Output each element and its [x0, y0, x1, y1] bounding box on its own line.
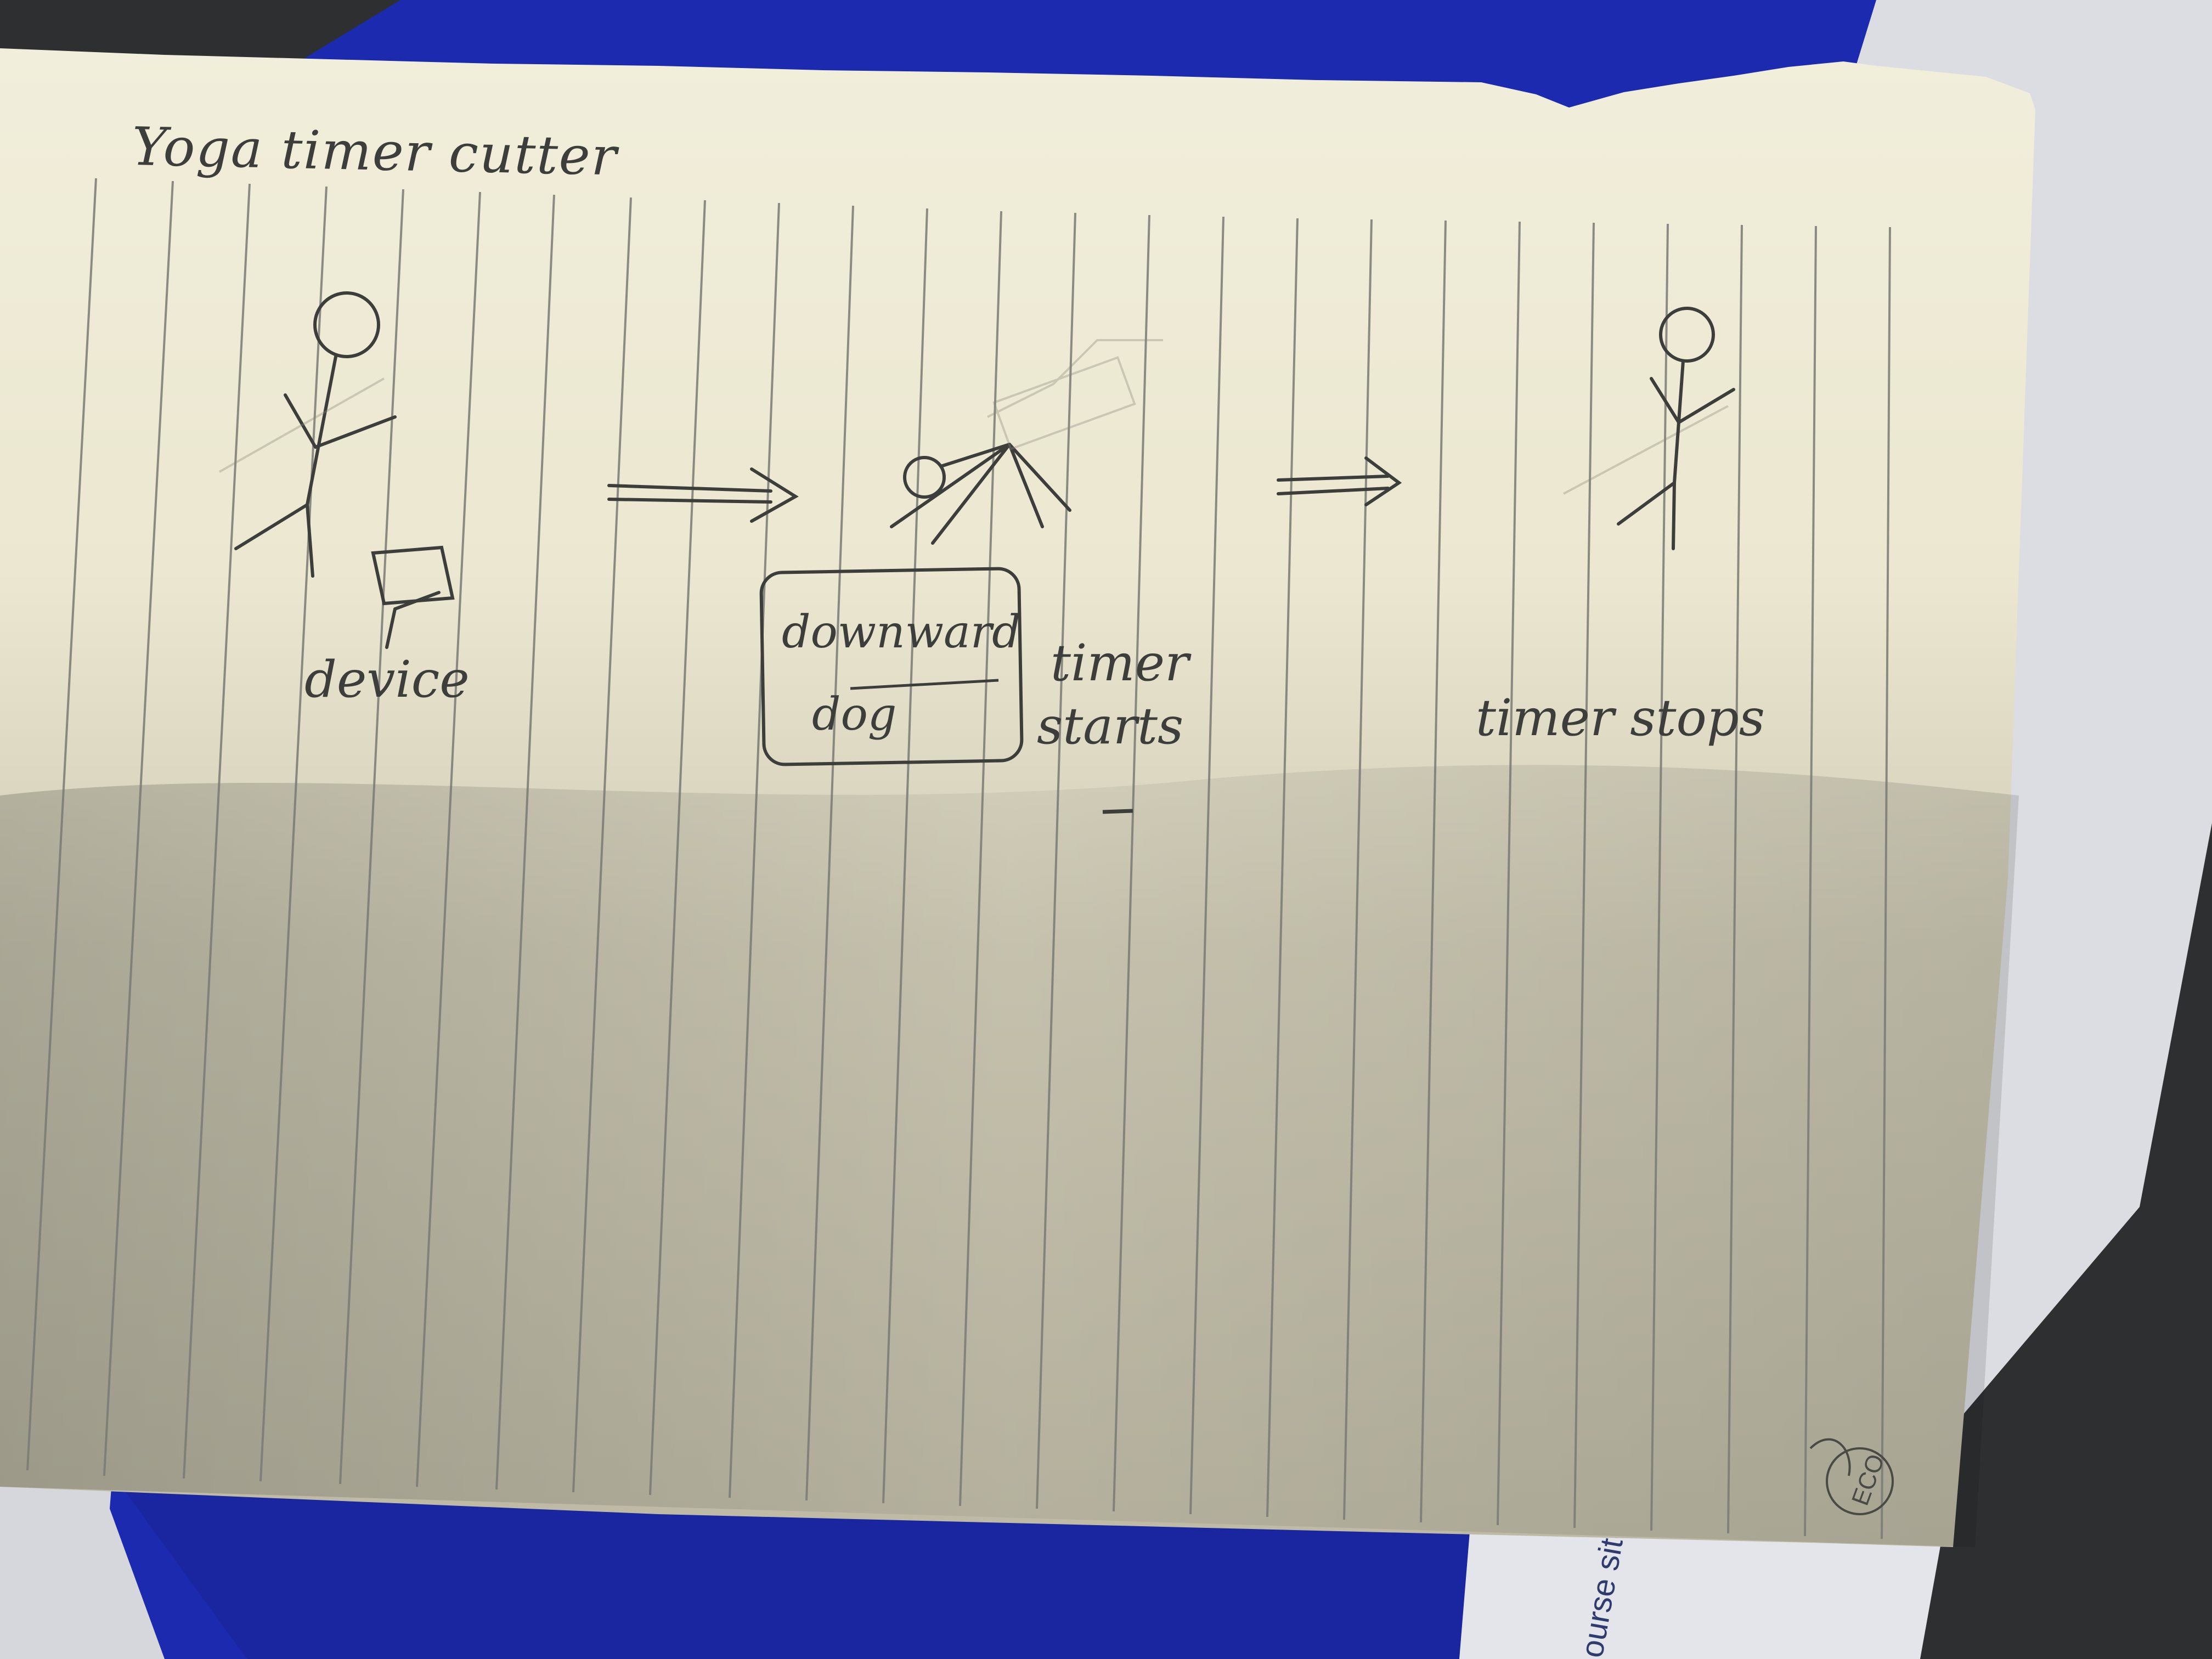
device-icon [371, 545, 455, 649]
step1-caption: device [304, 650, 470, 709]
step2-downward-dog-figure [890, 443, 1071, 545]
step1-stick-figure [234, 291, 397, 578]
erased-marks [219, 339, 1729, 495]
step3-stick-figure [1617, 307, 1735, 550]
arrow-right-icon [607, 467, 799, 523]
figure-head [903, 456, 946, 499]
pose-label-box: downward dog [759, 567, 1024, 766]
step2-caption-line1: timer [1051, 634, 1192, 692]
arrow-right-icon [1277, 456, 1402, 506]
stray-mark [1102, 809, 1133, 814]
sketch-title: Yoga timer cutter [132, 116, 620, 188]
step2-caption-line2: starts [1037, 697, 1183, 755]
pose-label-line1: downward [782, 606, 1021, 658]
rule-lines [26, 178, 1891, 1539]
paper-shadow [0, 765, 2019, 1547]
figure-head [313, 291, 380, 358]
step3-caption: timer stops [1476, 689, 1765, 747]
pose-label-line2: dog [812, 689, 896, 741]
figure-head [1659, 307, 1715, 363]
